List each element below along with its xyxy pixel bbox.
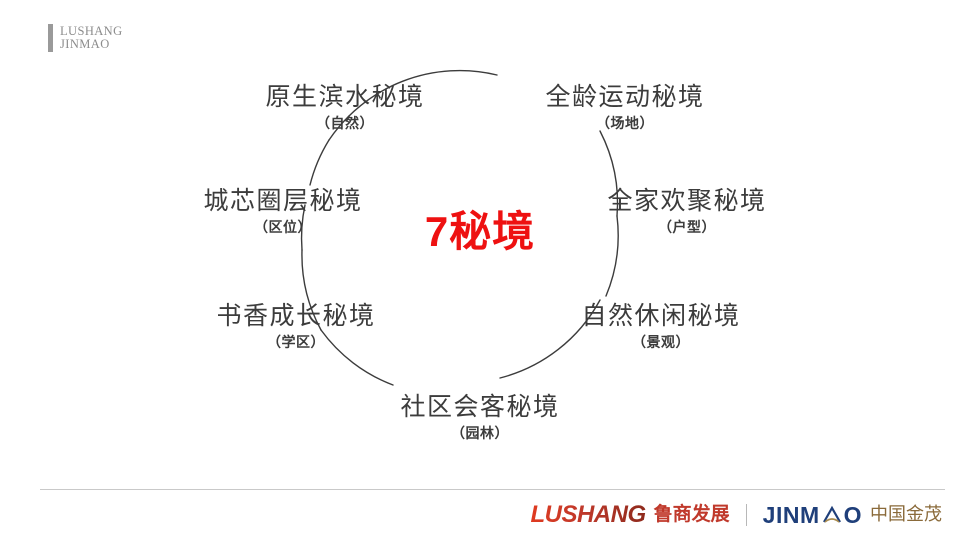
node-waterfront-title: 原生滨水秘境	[265, 83, 425, 111]
node-family-subtitle: （户型）	[658, 219, 716, 235]
footer-divider	[40, 489, 945, 490]
ring-arc-left-lower	[301, 249, 322, 331]
jinmao-logo: JINM O 中国金茂	[763, 502, 942, 528]
jinmao-latin-left: JINM	[762, 502, 820, 528]
ring-arc-right-middle	[605, 215, 619, 297]
seven-secrets-diagram: 7秘境 原生滨水秘境 （自然） 全龄运动秘境 （场地） 城芯圈层秘境 （区位） …	[190, 69, 780, 443]
node-location-title: 城芯圈层秘境	[203, 187, 363, 215]
ring-circle	[300, 69, 619, 386]
node-landscape-subtitle: （景观）	[632, 334, 690, 350]
node-family: 全家欢聚秘境 （户型）	[594, 186, 780, 237]
jinmao-chinese-wordmark: 中国金茂	[870, 504, 942, 525]
lushang-logo: LUSHANG 鲁商发展	[530, 502, 729, 528]
ring-arc-bottom-left	[320, 329, 394, 386]
brand-accent-bar	[48, 24, 53, 52]
node-waterfront-subtitle: （自然）	[316, 115, 374, 131]
node-sports: 全龄运动秘境 （场地）	[532, 82, 718, 133]
brand-mark: LUSHANG JINMAO	[48, 24, 123, 52]
brand-line-2: JINMAO	[60, 37, 110, 51]
node-school-subtitle: （学区）	[267, 334, 325, 350]
brand-wordmark: LUSHANG JINMAO	[60, 23, 123, 52]
node-landscape: 自然休闲秘境 （景观）	[568, 301, 754, 352]
lushang-latin-wordmark: LUSHANG	[530, 501, 646, 528]
logo-separator	[745, 504, 747, 526]
center-label: 7秘境	[424, 208, 536, 255]
node-landscape-title: 自然休闲秘境	[581, 302, 741, 330]
ring-arc-top	[328, 69, 498, 141]
jinmao-latin-wordmark: JINM O	[763, 502, 862, 528]
node-garden-title: 社区会客秘境	[400, 393, 560, 421]
ring-arc-right-lower	[499, 299, 601, 379]
footer-logos: LUSHANG 鲁商发展 JINM O 中国金茂	[530, 500, 942, 530]
node-sports-subtitle: （场地）	[596, 115, 654, 131]
node-location-subtitle: （区位）	[254, 219, 312, 235]
node-garden-subtitle: （园林）	[451, 425, 509, 441]
jinmao-arch-icon	[822, 505, 841, 523]
ring-arc-left-middle	[300, 204, 306, 251]
node-sports-title: 全龄运动秘境	[545, 83, 705, 111]
node-school: 书香成长秘境 （学区）	[203, 301, 389, 352]
node-garden: 社区会客秘境 （园林）	[387, 392, 573, 443]
node-location: 城芯圈层秘境 （区位）	[190, 186, 376, 237]
lushang-chinese-wordmark: 鲁商发展	[653, 504, 730, 525]
jinmao-latin-right: O	[843, 502, 862, 528]
ring-arc-right-upper	[599, 130, 619, 217]
node-family-title: 全家欢聚秘境	[607, 187, 767, 215]
ring-arc-left-upper	[309, 139, 330, 186]
node-waterfront: 原生滨水秘境 （自然）	[252, 82, 438, 133]
node-school-title: 书香成长秘境	[216, 302, 376, 330]
brand-line-1: LUSHANG	[60, 23, 123, 38]
